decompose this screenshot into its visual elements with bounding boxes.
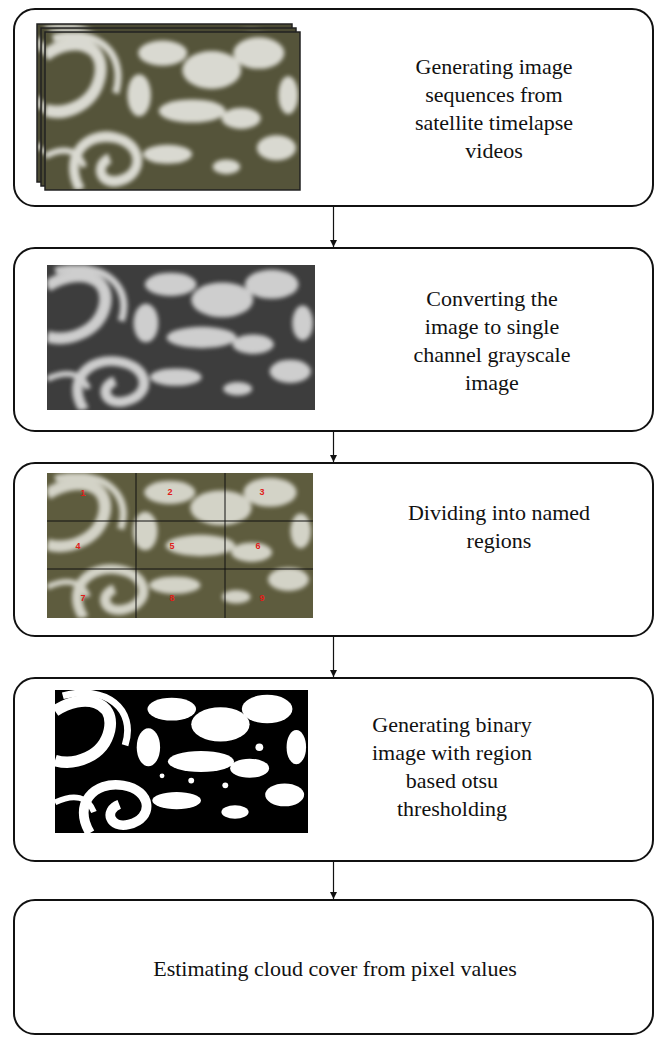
process-box: Estimating cloud cover from pixel values [13, 899, 654, 1035]
flow-arrow [333, 637, 334, 677]
step-text: Converting the image to single channel g… [402, 285, 582, 397]
region-number: 6 [255, 542, 260, 551]
region-number: 1 [80, 489, 85, 498]
process-box: Converting the image to single channel g… [13, 247, 654, 432]
grayscale-image [47, 265, 315, 410]
region-number: 2 [167, 488, 172, 497]
region-number: 9 [259, 594, 264, 603]
region-number: 5 [169, 542, 174, 551]
region-number: 7 [80, 594, 85, 603]
process-box: Generating binary image with region base… [13, 677, 654, 862]
text-block: Dividing into named regions [394, 499, 604, 555]
binary-image [55, 690, 308, 833]
frame-stack [37, 24, 300, 190]
flow-arrow [333, 207, 334, 247]
process-box: Dividing into named regions [13, 462, 654, 637]
step-text: Dividing into named regions [394, 499, 604, 555]
region-number: 4 [75, 542, 80, 551]
text-block: Generating image sequences from satellit… [394, 53, 594, 165]
step-text: Estimating cloud cover from pixel values [55, 955, 615, 983]
text-block: Estimating cloud cover from pixel values [55, 955, 615, 983]
flow-arrow [333, 862, 334, 899]
step-text: Generating image sequences from satellit… [394, 53, 594, 165]
region-number: 8 [169, 594, 174, 603]
flow-arrow [333, 432, 334, 462]
region-number: 3 [259, 488, 264, 497]
text-block: Converting the image to single channel g… [402, 285, 582, 397]
text-block: Generating binary image with region base… [365, 711, 540, 823]
step-text: Generating binary image with region base… [365, 711, 540, 823]
region-grid-image [47, 473, 313, 618]
process-box: Generating image sequences from satellit… [13, 8, 654, 207]
